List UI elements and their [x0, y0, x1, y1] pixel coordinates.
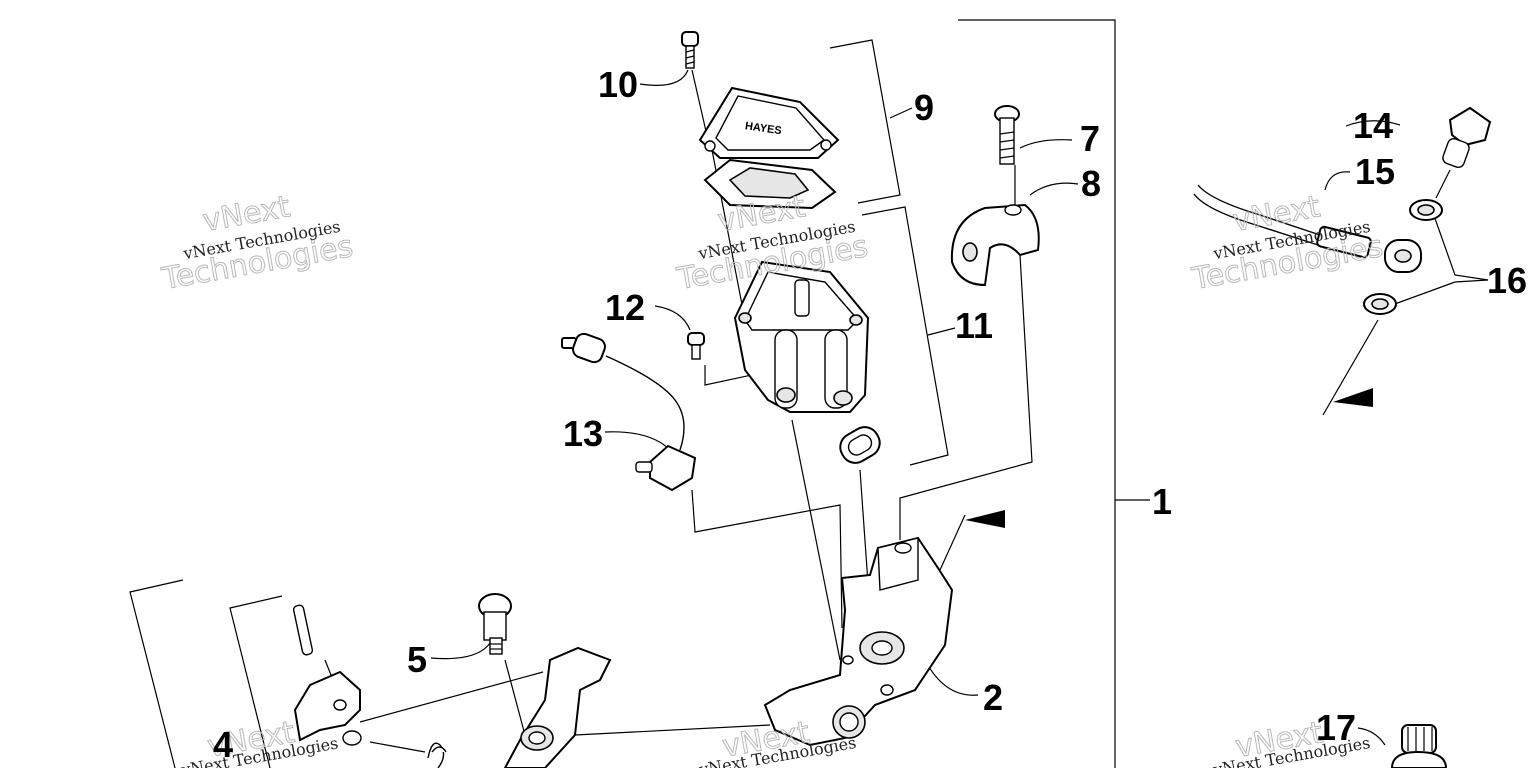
pivot-bolt-part-5	[478, 593, 512, 655]
callout-15: 15	[1355, 151, 1395, 192]
watermark-left: vNext Technologies vNext Technologies	[158, 189, 356, 298]
fluid-bottle-part-17	[1390, 724, 1448, 768]
washer-upper-part-16	[1409, 199, 1443, 221]
bolt-part-7	[994, 105, 1020, 165]
callout-7: 7	[1080, 118, 1100, 159]
lever-adjuster-part-4	[293, 670, 362, 746]
direction-arrow-right	[1333, 388, 1373, 407]
watermark-bottom-right: vNext vNext Technologies	[1211, 715, 1372, 768]
callout-10: 10	[598, 64, 638, 105]
screw-part-10	[681, 31, 699, 69]
washer-lower-part-16	[1363, 293, 1397, 315]
screw-part-12	[687, 332, 705, 360]
o-ring-part	[839, 426, 881, 464]
callout-9: 9	[914, 87, 934, 128]
assembly-bracket-lever	[129, 579, 283, 768]
lever-mount-part-2	[763, 536, 954, 747]
callout-17: 17	[1316, 707, 1356, 748]
master-cylinder-part-11	[733, 260, 870, 413]
direction-arrow-upper	[965, 510, 1005, 528]
lever-blade	[503, 646, 612, 768]
callout-2: 2	[983, 677, 1003, 718]
callout-14: 14	[1353, 105, 1393, 146]
callout-1: 1	[1152, 481, 1172, 522]
callout-4: 4	[213, 724, 233, 765]
assembly-bracket-9	[829, 39, 913, 204]
spring-part	[427, 742, 447, 768]
callout-11: 11	[955, 305, 993, 346]
reservoir-cover-logo: HAYES	[744, 120, 782, 137]
banjo-bolt-part-14	[1442, 106, 1492, 168]
assembly-bracket-11	[861, 206, 956, 466]
callout-16: 16	[1487, 260, 1527, 301]
watermark-right: vNext Technologies vNext Technologies	[1188, 189, 1386, 298]
watermark-bottom-center: vNext vNext Technologies	[697, 714, 858, 768]
pin-part	[292, 604, 314, 656]
callout-12: 12	[605, 287, 645, 328]
assembly-bracket-1	[958, 19, 1150, 768]
callout-8: 8	[1081, 163, 1101, 204]
callout-13: 13	[563, 413, 603, 454]
watermark-center: vNext Technologies vNext Technologies	[673, 189, 871, 298]
clamp-part-8	[950, 203, 1040, 287]
brake-switch-part-13	[561, 332, 697, 492]
reservoir-cover-part-9: HAYES	[698, 86, 840, 210]
brake-hose-part-15	[1193, 184, 1422, 273]
callout-5: 5	[407, 639, 427, 680]
